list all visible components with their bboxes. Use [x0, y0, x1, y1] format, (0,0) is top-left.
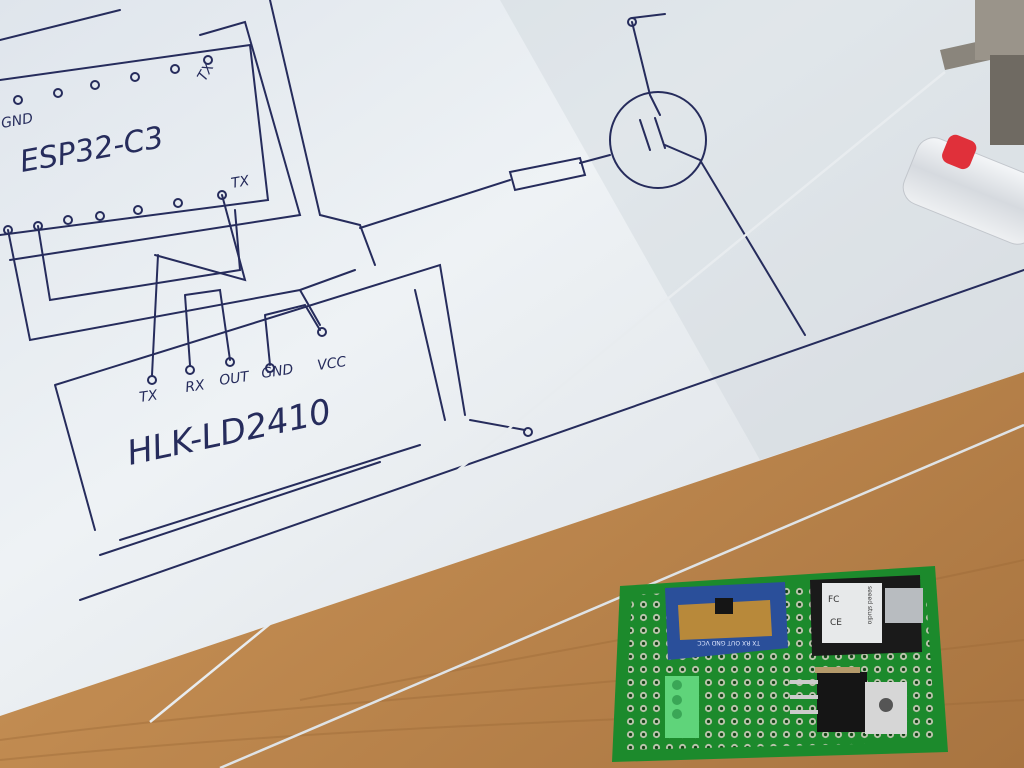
esp32-gnd-label: GND: [0, 111, 35, 132]
perfboard: TX RX OUT GND VCC FC CE seeed studio: [612, 566, 948, 762]
sensor-pin-rx: RX: [184, 377, 206, 396]
ce-mark: CE: [830, 618, 842, 628]
radar-silkscreen: TX RX OUT GND VCC: [697, 639, 761, 646]
esp32-top-pins: [13, 55, 213, 105]
schematic-sketch: [0, 0, 1024, 601]
sensor-pin-gnd: GND: [260, 362, 294, 382]
voltage-regulator: [790, 667, 907, 734]
esp32-tx-label: TX: [230, 173, 251, 192]
seeed-brand: seeed studio: [866, 586, 873, 625]
screwdriver: [902, 134, 1024, 245]
sensor-pins: [147, 327, 327, 385]
solder-wire-1: [149, 71, 946, 723]
xiao-esp32c3-module: FC CE seeed studio: [810, 575, 923, 656]
sensor-pin-vcc: VCC: [316, 354, 347, 374]
sensor-pin-out: OUT: [218, 369, 251, 389]
radar-module: TX RX OUT GND VCC: [665, 582, 788, 660]
fc-mark: FC: [828, 595, 839, 605]
helping-hand-clamp: [940, 0, 1024, 145]
paper-sheet: [0, 0, 1024, 716]
sensor-pin-tx: TX: [138, 388, 159, 406]
screw-terminal-block: [665, 676, 699, 738]
